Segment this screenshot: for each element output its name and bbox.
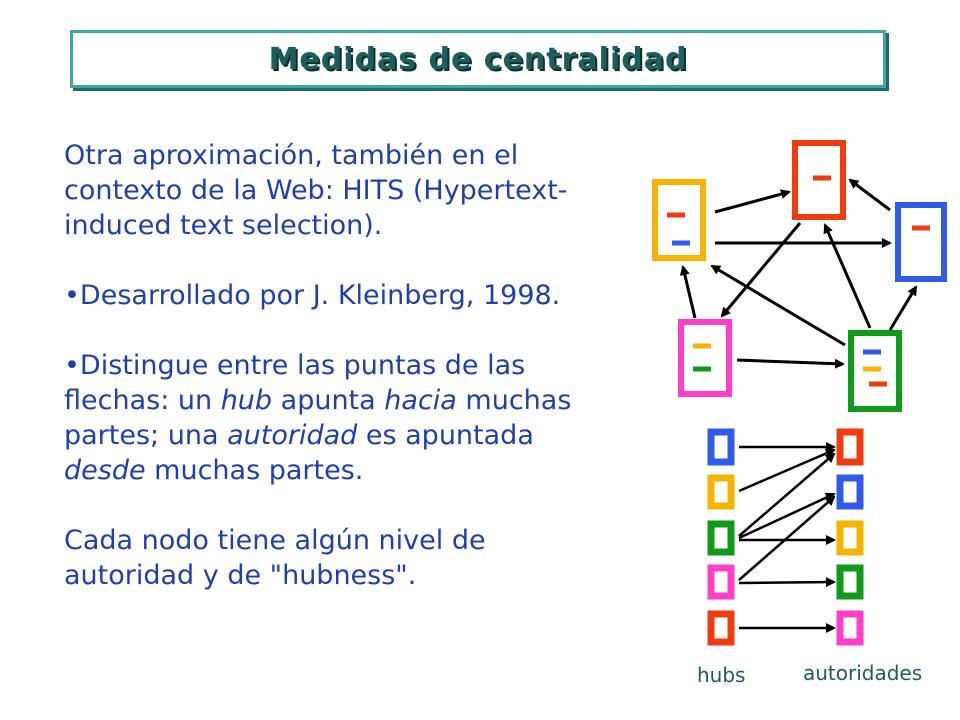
hub-authority-paragraph: •Distingue entre las puntas de las flech… xyxy=(64,348,624,488)
page-title: Medidas de centralidad xyxy=(268,41,688,77)
text-span: es apuntada xyxy=(357,420,534,451)
hub-node xyxy=(707,564,735,600)
hub-arrow xyxy=(738,495,836,581)
authority-node xyxy=(836,474,864,510)
hub-term: hub xyxy=(220,385,273,416)
hub-node xyxy=(707,520,735,556)
authority-nodes xyxy=(836,428,864,646)
authority-node xyxy=(836,564,864,600)
authority-node xyxy=(836,610,864,646)
link-arrow xyxy=(888,285,918,331)
link-arrow xyxy=(848,178,891,212)
desde-term: desde xyxy=(64,455,146,486)
kleinberg-paragraph: •Desarrollado por J. Kleinberg, 1998. xyxy=(64,280,561,311)
page-node-pink xyxy=(678,319,732,397)
page-node-yellow xyxy=(652,179,706,261)
authority-node xyxy=(836,520,864,556)
intro-paragraph: Otra aproximación, también en el context… xyxy=(64,140,568,241)
hub-arrow xyxy=(738,577,836,588)
body-text: Otra aproximación, también en el context… xyxy=(64,138,624,593)
hub-node xyxy=(707,610,735,646)
hub-arrow xyxy=(738,492,836,540)
link-arrow xyxy=(710,264,846,347)
page-node-red xyxy=(792,140,846,220)
hub-arrow xyxy=(738,448,836,493)
link-arrow xyxy=(714,189,791,214)
hub-node xyxy=(707,474,735,510)
hubness-paragraph: Cada nodo tiene algún nivel de autoridad… xyxy=(64,525,486,591)
link-arrow xyxy=(736,358,845,369)
page-node-blue xyxy=(895,202,947,282)
text-span: apunta xyxy=(272,385,385,416)
hub-nodes xyxy=(707,428,735,646)
authority-node xyxy=(836,428,864,466)
text-span: muchas partes; una xyxy=(64,385,572,451)
hubs-label: hubs xyxy=(697,663,745,687)
hub-arrow xyxy=(738,452,836,537)
link-arrow xyxy=(823,223,872,329)
hacia-term: hacia xyxy=(384,385,457,416)
authorities-label: autoridades xyxy=(803,661,922,685)
hub-node xyxy=(707,428,735,466)
title-box: Medidas de centralidad xyxy=(70,30,886,88)
link-arrow xyxy=(679,265,697,319)
text-span: muchas partes. xyxy=(145,455,364,486)
text-span: •Distingue entre las puntas de las flech… xyxy=(64,350,526,416)
link-arrow xyxy=(720,222,802,318)
autoridad-term: autoridad xyxy=(227,420,358,451)
page-node-green xyxy=(848,330,902,412)
